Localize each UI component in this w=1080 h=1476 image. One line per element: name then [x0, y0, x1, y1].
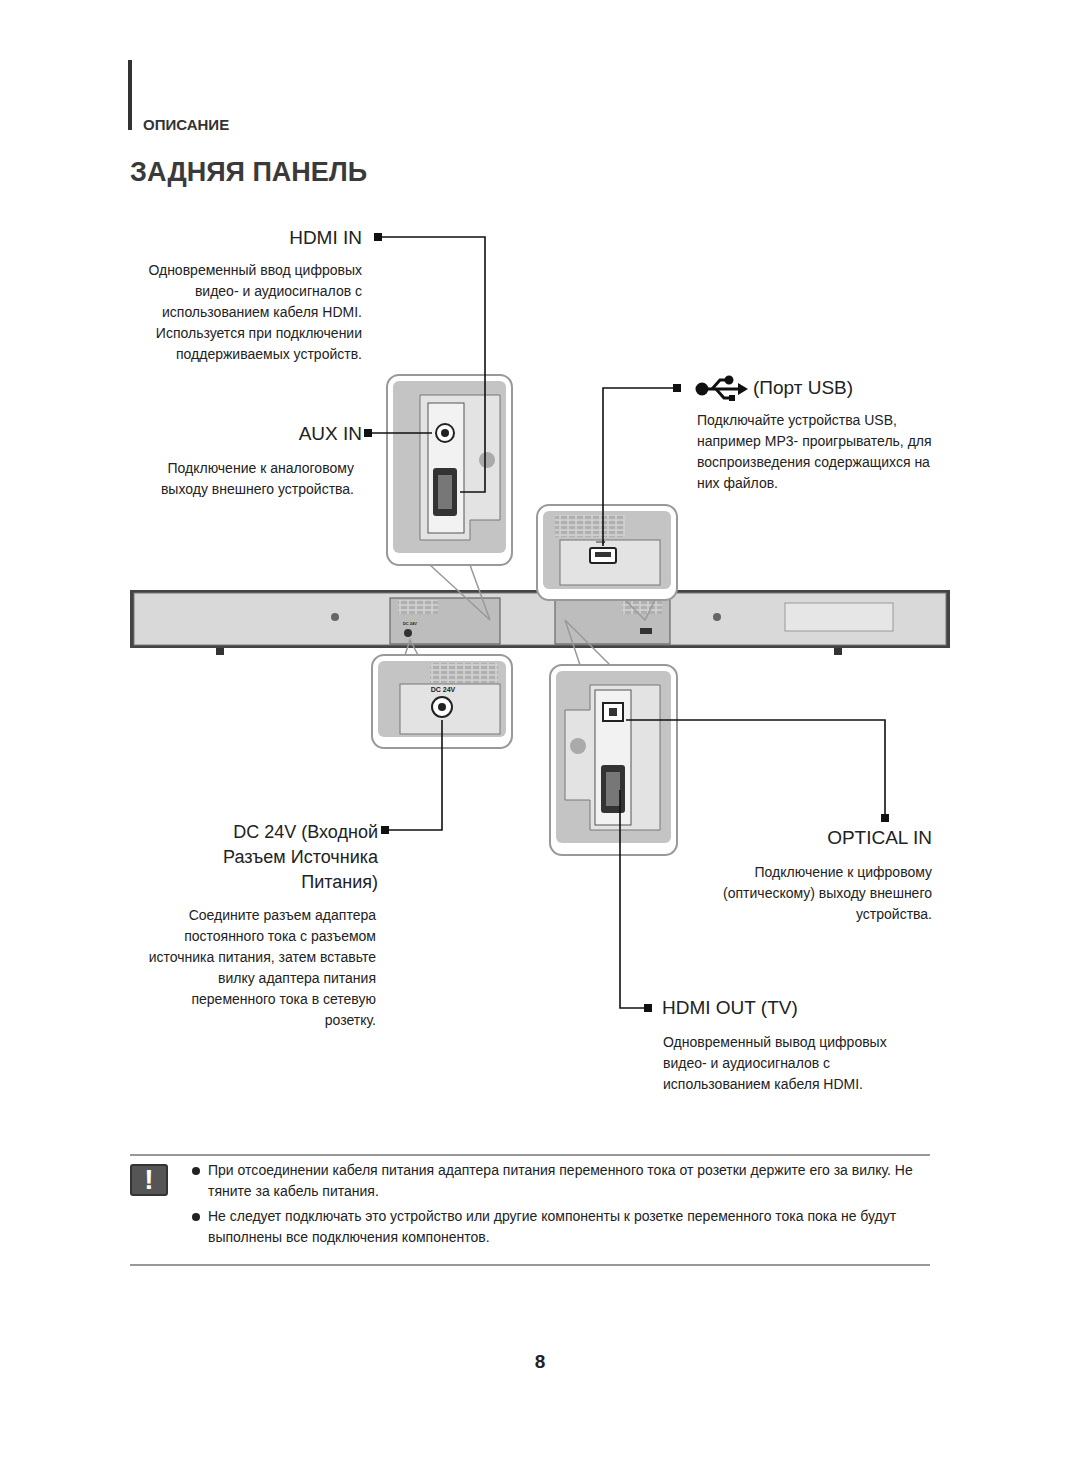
port-name: OPTICAL IN [790, 826, 932, 850]
inset-aux-hdmi [387, 375, 512, 565]
soundbar-body [130, 590, 950, 655]
section-name: ОПИСАНИЕ [143, 114, 343, 135]
note-text: При отсоединении кабеля питания адаптера… [208, 1160, 930, 1202]
port-name: HDMI OUT (TV) [662, 996, 862, 1020]
port-name: AUX IN [230, 422, 362, 446]
note-text: Не следует подключать это устройство или… [208, 1206, 930, 1248]
port-description: Одновременный вывод цифровых видео- и ау… [663, 1032, 903, 1095]
note-item: Не следует подключать это устройство или… [190, 1206, 930, 1248]
inset-usb [537, 505, 677, 600]
note-rule [130, 1155, 930, 1156]
port-description: Соедините разъем адаптера постоянного то… [140, 905, 376, 1031]
inset-optical-hdmi [550, 665, 677, 855]
port-description: Подключение к цифровому (оптическому) вы… [690, 862, 932, 925]
section-bar [128, 60, 132, 130]
port-description: Подключение к аналоговому выходу внешнег… [122, 458, 354, 500]
panel-marking: DC 24V [398, 621, 422, 626]
page-number: 8 [520, 1350, 560, 1374]
bullet-dot [192, 1213, 200, 1221]
port-name: DC 24V (Входной Разъем Источника Питания… [180, 820, 378, 895]
port-description: Подключайте устройства USB, например MP3… [697, 410, 937, 494]
bullet-dot [192, 1167, 200, 1175]
note-band: При отсоединении кабеля питания адаптера… [130, 1160, 930, 1260]
note-item: При отсоединении кабеля питания адаптера… [190, 1160, 930, 1202]
warning-icon: ! [130, 1164, 168, 1196]
panel-marking: DC 24V [425, 685, 461, 694]
page-title: ЗАДНЯЯ ПАНЕЛЬ [130, 155, 367, 189]
port-name: (Порт USB) [753, 376, 923, 400]
usb-symbol [697, 377, 748, 401]
note-rule [130, 1265, 930, 1266]
warning-mark: ! [144, 1166, 153, 1194]
port-description: Одновременный ввод цифровых видео- и ауд… [122, 260, 362, 365]
port-name: HDMI IN [230, 226, 362, 250]
